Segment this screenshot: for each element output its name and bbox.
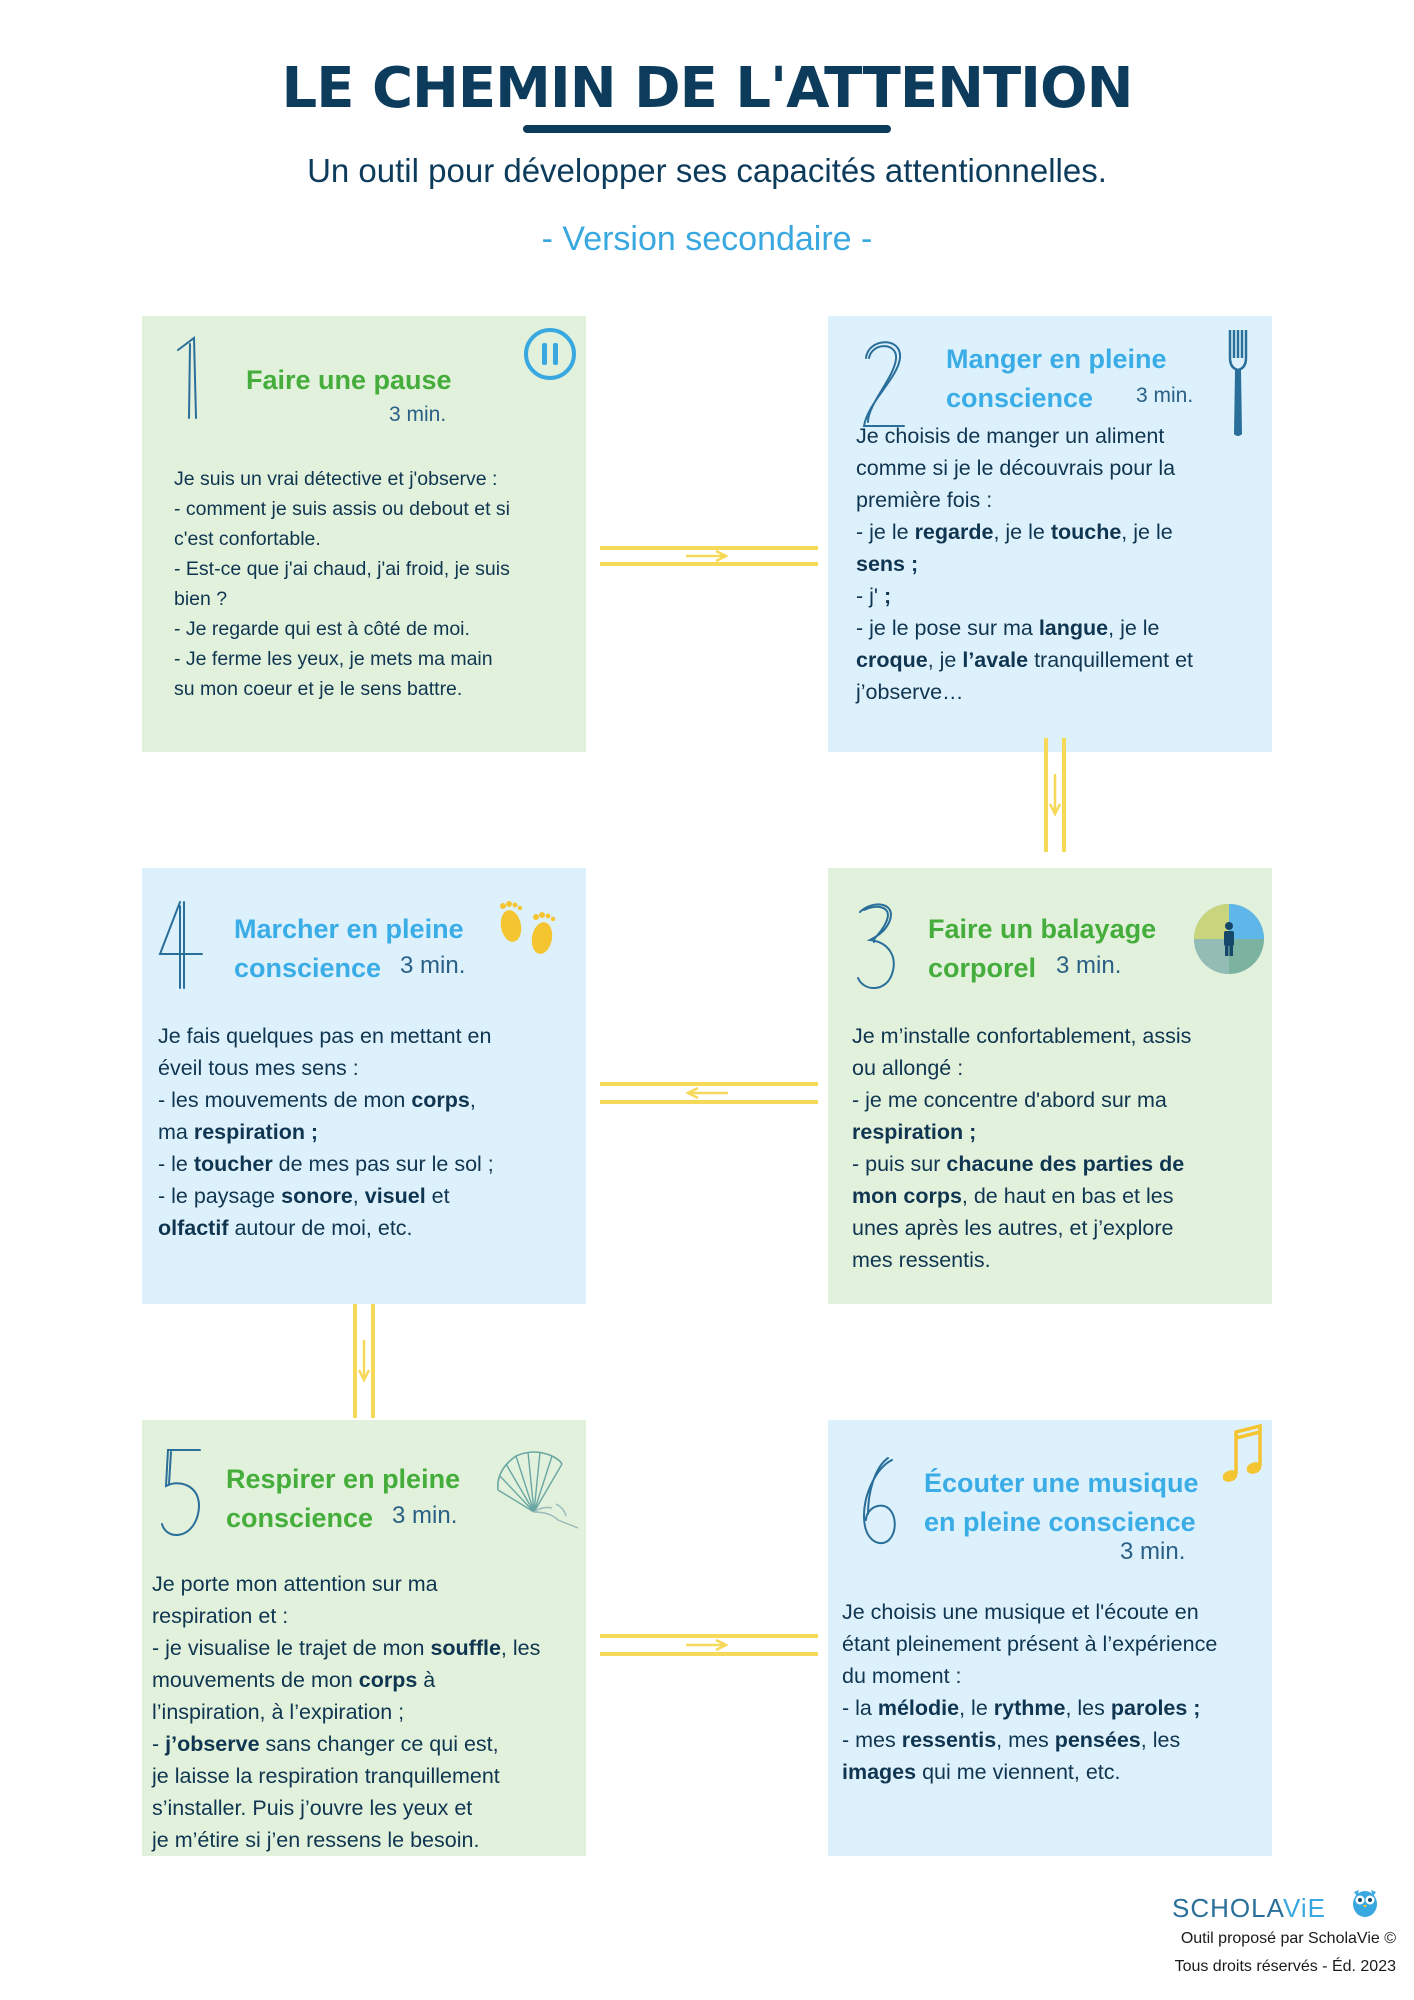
step-title: Manger en pleine conscience [946, 344, 1167, 413]
owl-logo-icon [1353, 1890, 1377, 1917]
step-duration: 3 min. [400, 952, 466, 979]
page-title: LE CHEMIN DE L'ATTENTION [281, 56, 1134, 121]
step-card-1: Faire une pause 3 min. Je suis un vrai d… [142, 316, 586, 752]
arrow-down-4-5 [353, 1304, 375, 1418]
footer-credit: Outil proposé par ScholaVie © [1180, 1930, 1396, 1947]
step-card-2: Manger en pleine conscience 3 min. Je ch… [828, 316, 1272, 752]
page-subtitle: Un outil pour développer ses capacités a… [307, 152, 1107, 189]
title-underline [523, 125, 891, 133]
step-number-2 [862, 341, 905, 427]
version-label: - Version secondaire - [541, 220, 873, 258]
arrow-down-2-3 [1044, 738, 1066, 852]
hand-fan-icon [497, 1451, 579, 1529]
step-number-5 [161, 1449, 201, 1536]
body-scan-icon [1194, 904, 1264, 974]
step-description: Je choisis de manger un aliment comme si… [856, 424, 1194, 704]
step-number-6 [862, 1457, 896, 1545]
step-description: Je fais quelques pas en mettant en éveil… [158, 1024, 494, 1240]
step-card-6: Écouter une musique en pleine conscience… [828, 1420, 1272, 1856]
brand-logo: SCHOLAViE [1172, 1893, 1326, 1923]
step-number-4 [158, 901, 203, 989]
step-description: Je suis un vrai détective et j'observe :… [174, 468, 510, 700]
step-duration: 3 min. [1136, 384, 1194, 407]
step-card-4: Marcher en pleine conscience 3 min. Je f… [142, 868, 586, 1304]
step-title: Marcher en pleine conscience [234, 914, 464, 983]
step-duration: 3 min. [1056, 952, 1122, 979]
footprints-icon [500, 901, 556, 954]
fork-icon [1228, 330, 1248, 436]
step-description: Je m’installe confortablement, assis ou … [852, 1024, 1192, 1272]
pause-icon [524, 328, 576, 380]
arrow-right-5-6 [600, 1634, 818, 1656]
music-note-icon [1222, 1424, 1262, 1482]
step-title: Respirer en pleine conscience [226, 1464, 461, 1533]
step-card-3: Faire un balayage corporel 3 min. Je m’i… [828, 868, 1272, 1304]
step-duration: 3 min. [389, 403, 447, 426]
step-title: Écouter une musique en pleine conscience [924, 1468, 1199, 1537]
arrow-right-1-2 [600, 546, 818, 566]
footer-copyright: Tous droits réservés - Éd. 2023 [1174, 1958, 1396, 1975]
step-description: Je porte mon attention sur ma respiratio… [152, 1572, 541, 1852]
step-title: Faire une pause [246, 365, 452, 395]
arrow-left-3-4 [600, 1082, 818, 1104]
step-number-3 [857, 903, 895, 989]
step-title: Faire un balayage corporel [928, 914, 1157, 983]
step-duration: 3 min. [1120, 1538, 1186, 1565]
step-duration: 3 min. [392, 1502, 458, 1529]
step-card-5: Respirer en pleine conscience 3 min. Je … [142, 1420, 586, 1856]
step-description: Je choisis une musique et l'écoute en ét… [842, 1600, 1218, 1784]
step-number-1 [177, 336, 197, 419]
